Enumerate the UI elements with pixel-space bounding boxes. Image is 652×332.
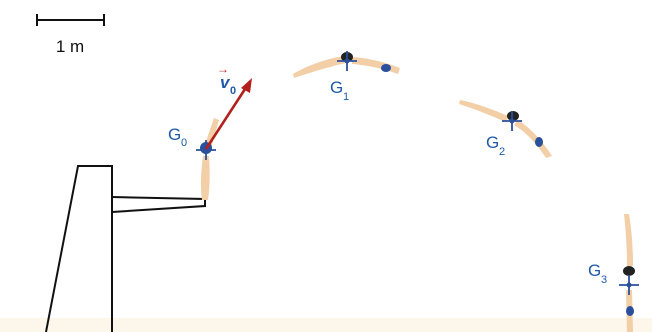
- g2-center: [509, 118, 515, 124]
- diver-legs: [352, 57, 400, 74]
- v0-symbol: v: [220, 73, 231, 92]
- diver-hair: [507, 111, 519, 121]
- g3-center: [626, 282, 632, 288]
- diver-figure-g1: [293, 51, 400, 78]
- diver-swimsuit: [626, 306, 634, 316]
- diving-platform: [45, 165, 206, 332]
- scale-bar: 1 m: [36, 14, 105, 56]
- diver-figure-g3: [619, 214, 639, 332]
- scale-bar-label: 1 m: [56, 37, 84, 56]
- diver-figure-g0: [196, 118, 219, 200]
- v0-arrow-shaft: [204, 85, 249, 150]
- diver-arms: [293, 56, 346, 78]
- diver-legs: [624, 214, 633, 266]
- g2-subscript: 2: [499, 146, 505, 158]
- v0-arrow-mark: →: [217, 62, 229, 76]
- g1-subscript: 1: [343, 91, 349, 103]
- diver-figure-g2: [459, 100, 552, 158]
- g0-letter: G: [168, 125, 181, 144]
- v0-arrow-head: [241, 78, 252, 93]
- tower: [45, 165, 113, 332]
- point-label-g3: G 3: [588, 261, 607, 286]
- g1-center: [344, 58, 350, 64]
- g3-subscript: 3: [601, 274, 607, 286]
- diver-legs: [200, 156, 210, 200]
- diver-swimsuit: [381, 64, 391, 72]
- diver-hair: [623, 266, 635, 276]
- floor-band: [0, 318, 652, 332]
- point-label-g1: G 1: [330, 78, 349, 103]
- point-label-g0: G 0: [168, 125, 187, 149]
- diver-legs: [514, 120, 552, 158]
- g3-letter: G: [588, 261, 601, 280]
- diver-arms: [459, 100, 508, 122]
- g2-letter: G: [486, 133, 499, 152]
- diving-board: [111, 196, 206, 213]
- diver-swimsuit: [535, 137, 543, 147]
- g0-subscript: 0: [181, 137, 187, 149]
- velocity-vector: v 0 →: [204, 62, 252, 150]
- g1-letter: G: [330, 78, 343, 97]
- v0-subscript: 0: [230, 85, 236, 97]
- point-label-g2: G 2: [486, 133, 505, 158]
